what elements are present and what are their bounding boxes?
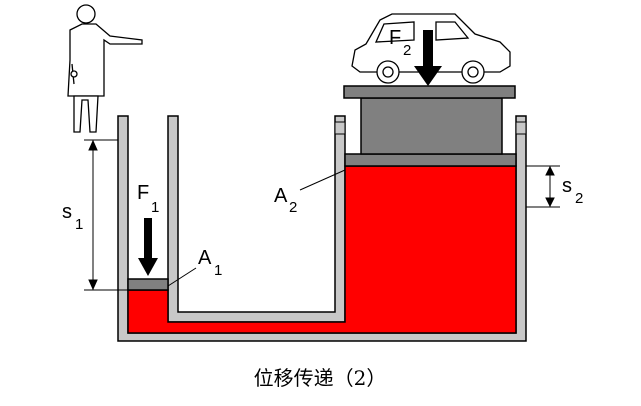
- area-a1-subscript: 1: [214, 262, 222, 279]
- large-piston-plate: [344, 153, 517, 167]
- small-piston: [127, 278, 169, 291]
- area-a1-label: A: [198, 247, 212, 269]
- down-arrow-icon: [138, 218, 158, 276]
- area-a2-subscript: 2: [289, 199, 297, 216]
- dimension-s2: [526, 165, 560, 208]
- force-f2-label: F: [389, 27, 401, 49]
- force-f2-subscript: 2: [403, 42, 411, 59]
- displacement-s2-subscript: 2: [575, 190, 583, 207]
- hydraulic-fluid: [127, 165, 517, 334]
- dimension-s1: [84, 139, 128, 291]
- area-a1-leader: [167, 267, 197, 287]
- divider-wall-left: [167, 115, 346, 323]
- displacement-s1-subscript: 1: [75, 216, 83, 233]
- displacement-s1-label: s: [62, 201, 72, 223]
- displacement-s2-label: s: [562, 175, 572, 197]
- area-a2-leader: [299, 169, 346, 191]
- container-wall: [117, 115, 527, 342]
- lift-platform: [343, 85, 516, 99]
- force-f1-label: F: [137, 182, 149, 204]
- large-piston-block: [360, 97, 503, 155]
- caption: 位移传递（2）: [254, 366, 387, 390]
- scientist-figure: [67, 4, 143, 133]
- area-a2-label: A: [274, 185, 288, 207]
- force-f1-subscript: 1: [151, 199, 159, 216]
- down-arrow-icon: [414, 30, 442, 86]
